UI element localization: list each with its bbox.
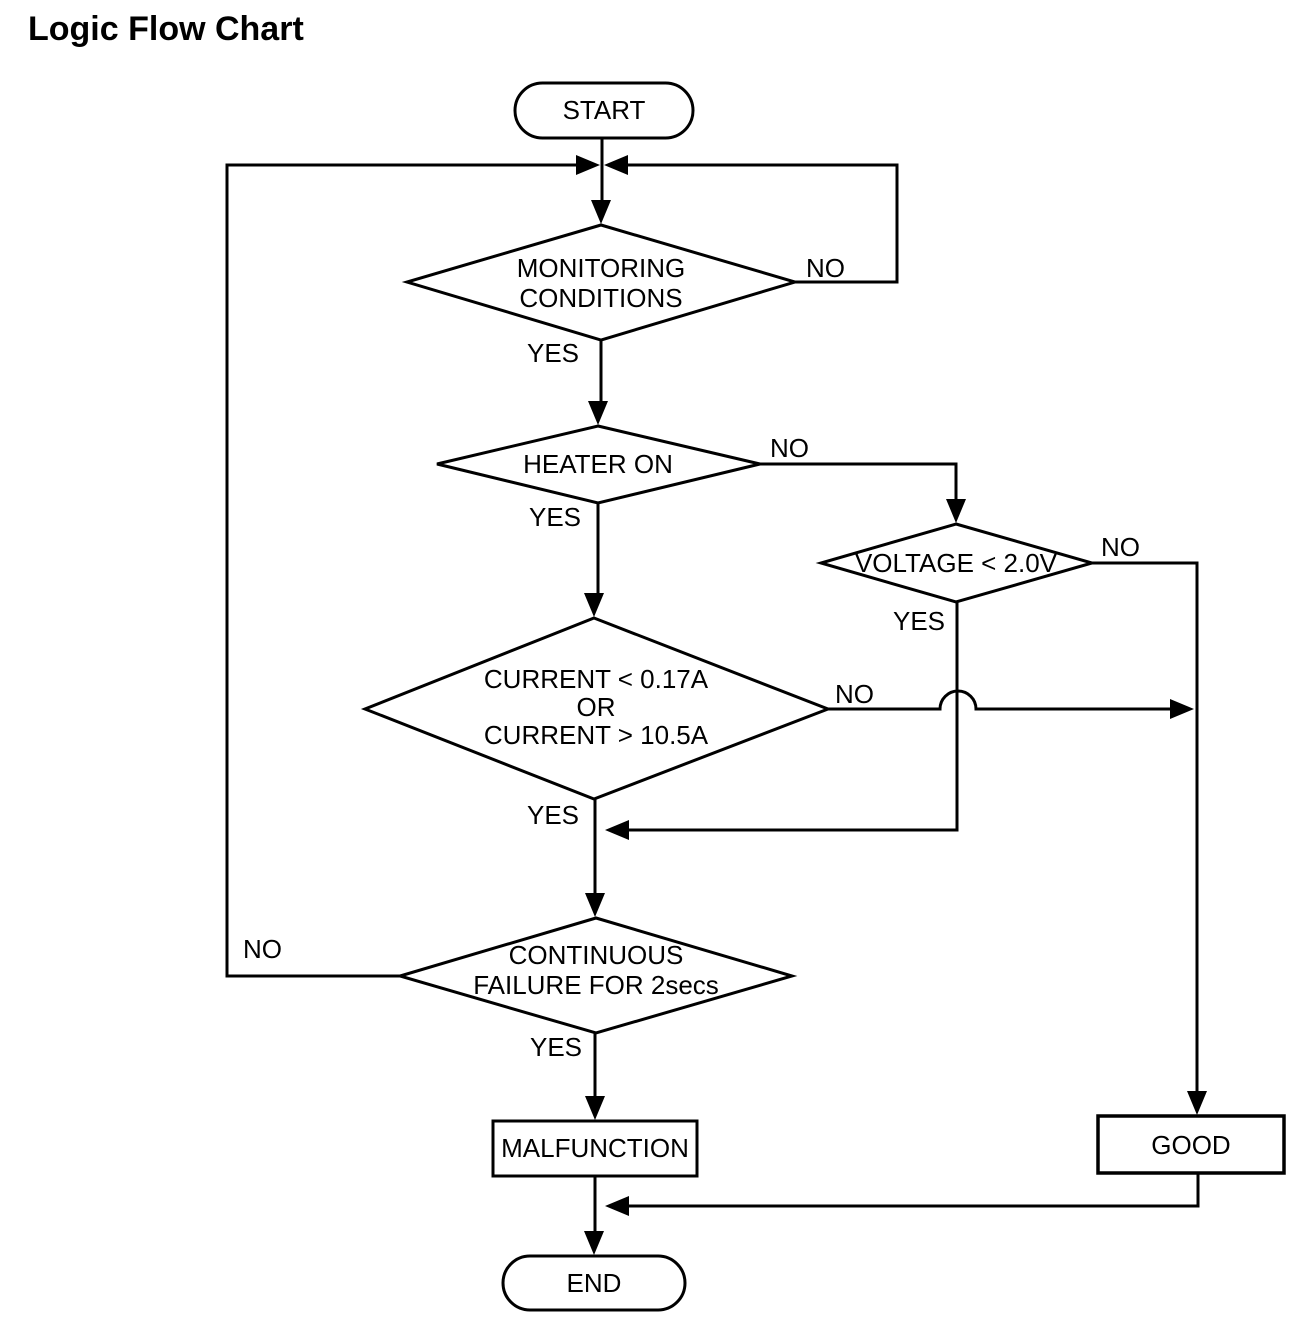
junction-arrow-right-icon xyxy=(604,155,628,175)
heater-on-decision: HEATER ON xyxy=(436,424,761,505)
current-decision: CURRENT < 0.17A OR CURRENT > 10.5A xyxy=(360,616,833,801)
arrow-into-heater-icon xyxy=(588,401,608,425)
end-label: END xyxy=(567,1268,622,1298)
edge-voltage-yes-merge xyxy=(627,602,959,832)
label-current-yes: YES xyxy=(527,800,579,830)
continuous-failure-decision: CONTINUOUS FAILURE FOR 2secs xyxy=(394,916,798,1035)
continuous-label-line1: CONTINUOUS xyxy=(509,940,684,970)
arrow-good-merge-icon xyxy=(605,1196,629,1216)
end-node: END xyxy=(501,1254,687,1312)
good-label: GOOD xyxy=(1151,1130,1230,1160)
edges xyxy=(225,138,1200,1233)
arrow-into-malfunction-icon xyxy=(585,1096,605,1120)
monitoring-diamond xyxy=(401,223,801,342)
arrow-into-continuous-icon xyxy=(585,893,605,917)
arrow-into-good-icon xyxy=(1187,1091,1207,1115)
voltage-diamond xyxy=(815,522,1098,604)
label-heater-no: NO xyxy=(770,433,809,463)
edge-good-to-end-merge xyxy=(629,1173,1200,1208)
start-shape xyxy=(513,81,695,140)
arrow-current-no-icon xyxy=(1170,699,1194,719)
arrow-into-monitoring-icon xyxy=(591,200,611,224)
monitoring-conditions-decision: MONITORING CONDITIONS xyxy=(401,223,801,342)
label-continuous-yes: YES xyxy=(530,1032,582,1062)
current-label-line3: CURRENT > 10.5A xyxy=(484,720,709,750)
label-voltage-no: NO xyxy=(1101,532,1140,562)
label-current-no: NO xyxy=(835,679,874,709)
malfunction-node: MALFUNCTION xyxy=(491,1119,699,1178)
good-node: GOOD xyxy=(1096,1114,1286,1175)
monitoring-label-line2: CONDITIONS xyxy=(519,283,682,313)
edge-continuous-no-loop xyxy=(225,163,576,978)
arrow-voltage-yes-merge-icon xyxy=(605,820,629,840)
continuous-diamond xyxy=(394,916,798,1035)
end-shape xyxy=(501,1254,687,1312)
edge-labels: NO YES NO YES NO YES NO YES NO YES xyxy=(243,253,1140,1062)
label-monitoring-yes: YES xyxy=(527,338,579,368)
current-label-line1: CURRENT < 0.17A xyxy=(484,664,709,694)
arrow-into-voltage-icon xyxy=(946,499,966,523)
junction-arrow-left-icon xyxy=(576,155,600,175)
edge-voltage-no xyxy=(1092,561,1199,1093)
label-heater-yes: YES xyxy=(529,502,581,532)
arrowheads xyxy=(576,155,1207,1255)
malfunction-label: MALFUNCTION xyxy=(501,1133,689,1163)
edge-heater-no xyxy=(760,462,958,501)
continuous-label-line2: FAILURE FOR 2secs xyxy=(473,970,719,1000)
start-node: START xyxy=(513,81,695,140)
good-shape xyxy=(1096,1114,1286,1175)
current-label-line2: OR xyxy=(577,692,616,722)
monitoring-label-line1: MONITORING xyxy=(517,253,686,283)
edge-current-no-with-hop xyxy=(828,689,1172,711)
arrow-into-end-icon xyxy=(584,1231,604,1255)
page-title: Logic Flow Chart xyxy=(28,10,304,48)
edge-monitoring-no-loop xyxy=(628,163,899,284)
malfunction-shape xyxy=(491,1119,699,1178)
label-voltage-yes: YES xyxy=(893,606,945,636)
heater-label: HEATER ON xyxy=(523,449,673,479)
arrow-into-current-icon xyxy=(584,593,604,617)
heater-diamond xyxy=(436,424,761,505)
label-continuous-no: NO xyxy=(243,934,282,964)
current-diamond xyxy=(360,616,833,801)
voltage-label: VOLTAGE < 2.0V xyxy=(855,548,1058,578)
voltage-decision: VOLTAGE < 2.0V xyxy=(815,522,1098,604)
label-monitoring-no: NO xyxy=(806,253,845,283)
start-label: START xyxy=(563,95,646,125)
